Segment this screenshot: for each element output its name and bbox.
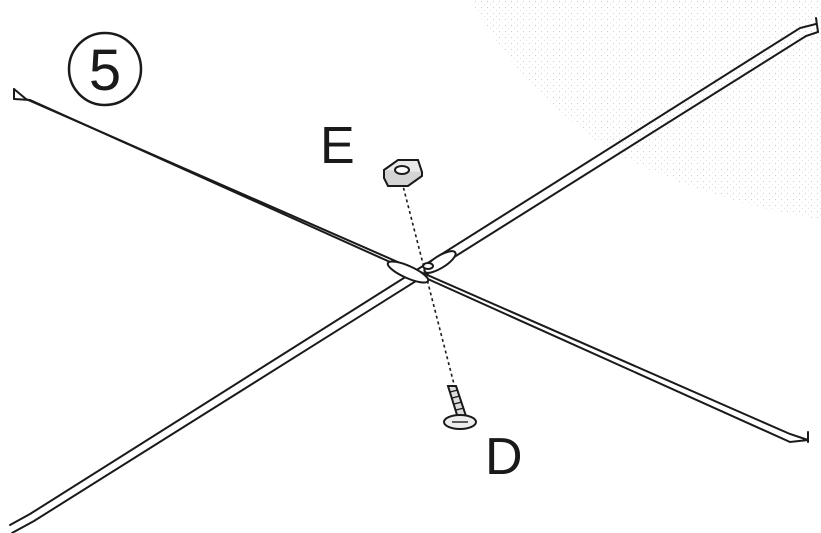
bolt-label: D (485, 428, 523, 486)
center-joint (386, 250, 457, 284)
hex-nut-icon (382, 159, 424, 187)
assembly-guide-line (401, 181, 457, 393)
bolt-icon (443, 385, 477, 430)
nut-label: E (320, 117, 355, 175)
step-circle (67, 31, 143, 107)
step-number: 5 (89, 38, 121, 103)
step-badge: 5 (67, 31, 143, 107)
background-stipple (470, 0, 821, 220)
